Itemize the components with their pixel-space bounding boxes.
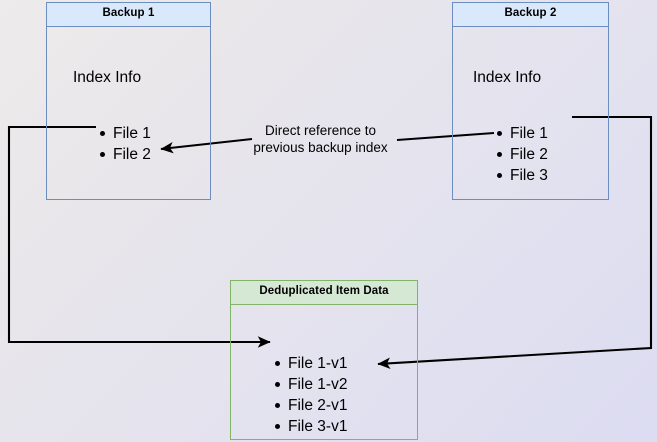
node-deduplicated-body: File 1-v1 File 1-v2 File 2-v1 File 3-v1 [231,305,417,440]
node-backup-1[interactable]: Backup 1 Index Info File 1 File 2 [46,2,211,200]
node-backup-2[interactable]: Backup 2 Index Info File 1 File 2 File 3 [452,2,609,200]
backup-2-index-info-label: Index Info [473,68,542,86]
list-item: File 1 [98,123,151,144]
list-item: File 1-v1 [273,353,347,374]
backup-2-file-list: File 1 File 2 File 3 [495,123,548,186]
list-item: File 1 [495,123,548,144]
node-backup-2-header: Backup 2 [453,3,608,27]
list-item: File 2 [98,144,151,165]
list-item: File 2 [495,144,548,165]
node-backup-1-header: Backup 1 [47,3,210,27]
list-item: File 3 [495,165,548,186]
list-item: File 2-v1 [273,395,347,416]
backup-1-index-info-label: Index Info [73,68,142,86]
node-deduplicated-header: Deduplicated Item Data [231,281,417,305]
edge-label-direct-reference: Direct reference to previous backup inde… [253,123,388,155]
backup-1-file-list: File 1 File 2 [98,123,151,165]
node-backup-2-body: Index Info File 1 File 2 File 3 [453,27,608,200]
deduplicated-file-list: File 1-v1 File 1-v2 File 2-v1 File 3-v1 [273,353,347,437]
list-item: File 3-v1 [273,416,347,437]
list-item: File 1-v2 [273,374,347,395]
node-deduplicated-item-data[interactable]: Deduplicated Item Data File 1-v1 File 1-… [230,280,418,440]
node-backup-1-body: Index Info File 1 File 2 [47,27,210,200]
